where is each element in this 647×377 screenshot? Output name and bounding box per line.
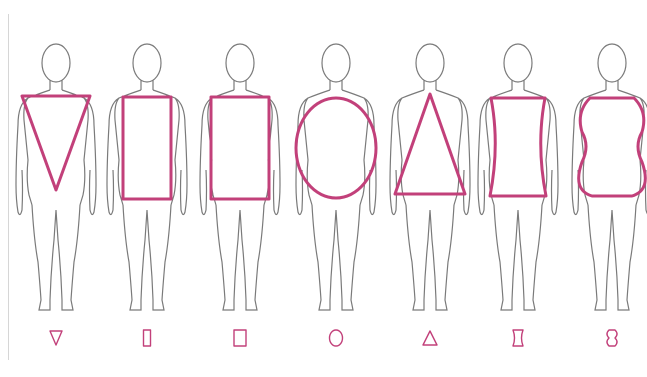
head	[598, 44, 626, 82]
head	[42, 44, 70, 82]
figure-inverted-triangle	[16, 44, 96, 345]
legs	[32, 205, 80, 310]
rectangle-icon	[234, 330, 246, 346]
legs	[406, 205, 454, 310]
inverted-triangle-icon	[50, 331, 62, 345]
legs	[312, 205, 360, 310]
head	[226, 44, 254, 82]
narrow-rectangle-icon	[144, 330, 151, 346]
triangle-icon	[423, 331, 437, 345]
left-divider	[8, 14, 9, 360]
rounded-hourglass-overlay	[579, 98, 646, 196]
narrow-rectangle-glyph	[144, 330, 151, 346]
circle-icon	[330, 330, 343, 346]
rounded-hourglass-glyph	[607, 330, 617, 346]
figure-triangle	[390, 44, 470, 345]
legs	[494, 205, 542, 310]
hourglass-glyph	[513, 330, 523, 346]
narrow-rectangle-overlay	[123, 97, 171, 199]
torso-outline	[580, 90, 644, 205]
head	[133, 44, 161, 82]
head	[416, 44, 444, 82]
rectangle-overlay	[211, 97, 269, 199]
rectangle-glyph	[234, 330, 246, 346]
triangle-overlay	[395, 94, 465, 194]
hourglass-overlay	[490, 98, 546, 196]
inverted-triangle-glyph	[50, 331, 62, 345]
rounded-hourglass-icon	[607, 330, 617, 346]
head	[504, 44, 532, 82]
legs	[216, 205, 264, 310]
torso-outline	[398, 90, 462, 205]
head	[322, 44, 350, 82]
triangle-glyph	[423, 331, 437, 345]
figure-circle	[296, 44, 376, 346]
figure-hourglass	[478, 44, 558, 346]
inverted-triangle-overlay	[22, 96, 90, 190]
legs	[588, 205, 636, 310]
circle-overlay	[296, 98, 376, 198]
figure-narrow-rectangle	[107, 44, 187, 346]
torso-outline	[208, 90, 272, 205]
legs	[123, 205, 171, 310]
figure-rectangle	[200, 44, 280, 346]
hourglass-icon	[513, 330, 523, 346]
circle-glyph	[330, 330, 343, 346]
figure-rounded-hourglass	[572, 44, 647, 346]
